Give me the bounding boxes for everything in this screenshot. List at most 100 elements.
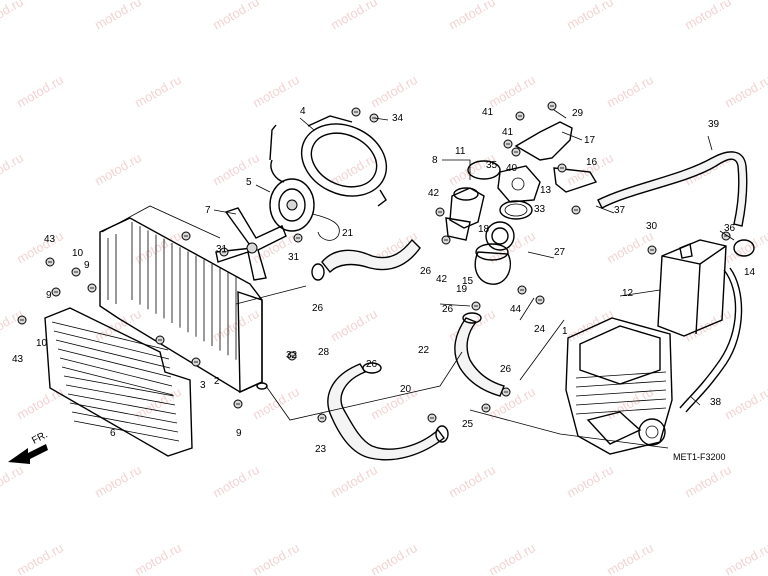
watermark-text: motod.ru	[14, 72, 66, 111]
callout-17: 17	[584, 135, 596, 146]
direction-label: FR.	[30, 429, 49, 446]
callout-41: 41	[482, 107, 494, 118]
watermark-text: motod.ru	[486, 72, 538, 111]
watermark-text: motod.ru	[92, 462, 144, 501]
overflow-tube	[679, 267, 743, 413]
watermark-text: motod.ru	[14, 228, 66, 267]
callout-26: 26	[366, 359, 378, 370]
watermark-text: motod.ru	[0, 0, 26, 33]
upper-hose	[311, 238, 421, 281]
watermark-text: motod.ru	[486, 540, 538, 576]
watermark-text: motod.ru	[368, 384, 420, 423]
watermark-text: motod.ru	[328, 462, 380, 501]
callout-12: 12	[622, 288, 634, 299]
callout-42: 42	[436, 274, 448, 285]
thermostat-housing	[445, 187, 515, 285]
leader-lines	[101, 109, 735, 449]
callout-31: 31	[288, 252, 300, 263]
watermark-text: motod.ru	[328, 306, 380, 345]
watermark-text: motod.ru	[14, 540, 66, 576]
watermark-text: motod.ru	[446, 462, 498, 501]
watermark-text: motod.ru	[14, 384, 66, 423]
watermark-text: motod.ru	[328, 150, 380, 189]
engine-block	[565, 317, 673, 455]
fan-motor	[269, 124, 340, 241]
front-direction-arrow: FR.	[8, 429, 50, 464]
bracket	[514, 121, 598, 193]
callout-24: 24	[534, 324, 546, 335]
callout-35: 35	[486, 160, 498, 171]
callout-43: 43	[12, 354, 24, 365]
callout-2: 2	[214, 376, 220, 387]
watermark-text: motod.ru	[604, 228, 656, 267]
callout-10: 10	[36, 338, 48, 349]
watermark-text: motod.ru	[92, 0, 144, 33]
callout-39: 39	[708, 119, 720, 130]
callout-9: 9	[236, 428, 242, 439]
watermark-text: motod.ru	[210, 150, 262, 189]
callout-21: 21	[342, 228, 354, 239]
callout-9: 9	[46, 290, 52, 301]
callout-28: 28	[318, 347, 330, 358]
fasteners	[17, 101, 731, 423]
callout-43: 43	[44, 234, 56, 245]
diagram-code: MET1-F3200	[673, 452, 726, 462]
watermark-text: motod.ru	[250, 72, 302, 111]
reservoir-tank	[657, 239, 755, 337]
watermark-text: motod.ru	[92, 306, 144, 345]
radiator	[99, 217, 268, 394]
callout-34: 34	[392, 113, 404, 124]
watermark-text: motod.ru	[0, 306, 26, 345]
callout-7: 7	[205, 205, 211, 216]
lower-hose	[327, 362, 449, 461]
callout-10: 10	[72, 248, 84, 259]
callout-42: 42	[428, 188, 440, 199]
callout-3: 3	[200, 380, 206, 391]
callout-23: 23	[315, 444, 327, 455]
callout-6: 6	[110, 428, 116, 439]
watermark-text: motod.ru	[722, 384, 768, 423]
watermark-text: motod.ru	[682, 462, 734, 501]
callout-30: 30	[646, 221, 658, 232]
watermark-text: motod.ru	[682, 0, 734, 33]
watermark-text: motod.ru	[368, 72, 420, 111]
watermark-text: motod.ru	[210, 0, 262, 33]
watermark-text: motod.ru	[722, 72, 768, 111]
watermark-text: motod.ru	[368, 540, 420, 576]
callout-5: 5	[246, 177, 252, 188]
callout-26: 26	[500, 364, 512, 375]
callout-8: 8	[432, 155, 438, 166]
callout-14: 14	[744, 267, 756, 278]
callout-44: 44	[510, 304, 522, 315]
watermark-text: motod.ru	[210, 462, 262, 501]
callout-37: 37	[614, 205, 626, 216]
watermark-text: motod.ru	[0, 150, 26, 189]
watermark-text: motod.ru	[604, 72, 656, 111]
callout-16: 16	[586, 157, 598, 168]
watermark-text: motod.ru	[92, 150, 144, 189]
watermark-text: motod.ru	[486, 228, 538, 267]
watermark-text: motod.ru	[328, 0, 380, 33]
fan-shroud	[300, 115, 388, 207]
callout-19: 19	[456, 284, 468, 295]
callout-29: 29	[572, 108, 584, 119]
callout-26: 26	[312, 303, 324, 314]
watermark-text: motod.ru	[132, 540, 184, 576]
callout-40: 40	[506, 163, 518, 174]
watermark-text: motod.ru	[564, 462, 616, 501]
callout-27: 27	[554, 247, 566, 258]
callout-31: 31	[216, 244, 228, 255]
watermark-text: motod.ru	[132, 72, 184, 111]
callout-11: 11	[455, 146, 466, 157]
fan-blade	[215, 207, 287, 281]
callout-18: 18	[478, 224, 490, 235]
watermark-text: motod.ru	[446, 0, 498, 33]
watermark-text: motod.ru	[250, 384, 302, 423]
water-pump-hose	[454, 312, 505, 397]
reservoir-hose	[597, 151, 748, 227]
callout-9: 9	[84, 260, 90, 271]
callout-1: 1	[562, 326, 568, 337]
